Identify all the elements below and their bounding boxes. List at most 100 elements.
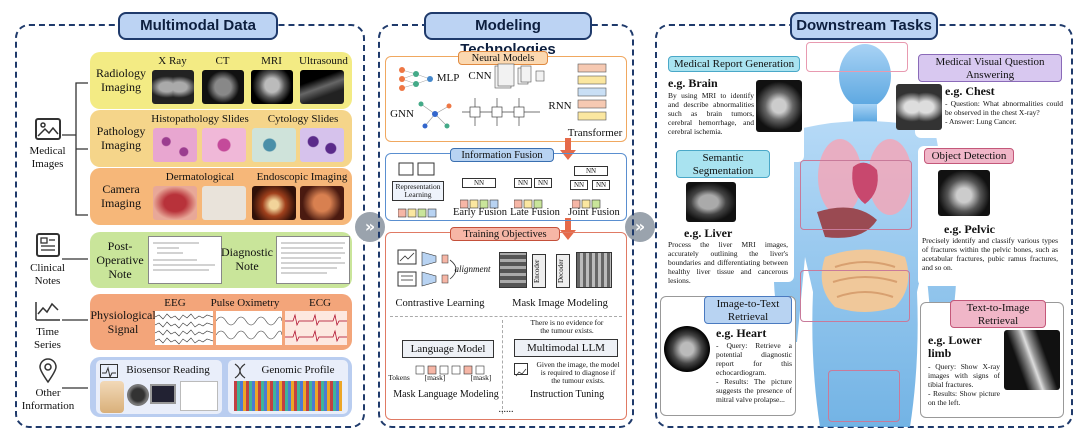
time-series-icon	[34, 300, 62, 322]
i2t-title: Image-to-Text Retrieval	[704, 296, 792, 324]
more-ellipsis: ......	[498, 404, 514, 415]
xray-label: X Ray	[158, 55, 187, 67]
contrastive-diagram	[396, 248, 490, 292]
gnn-label: GNN	[390, 108, 414, 120]
multimodal-title: Multimodal Data	[118, 12, 278, 40]
joint-fusion-nn-top: NN	[574, 166, 608, 176]
xray-thumbnail	[152, 70, 194, 104]
chest-xray-thumbnail	[896, 84, 942, 130]
biosensor-person-image	[100, 381, 124, 413]
det-desc: Precisely identify and classify various …	[922, 236, 1058, 272]
other-information-icon	[37, 358, 59, 384]
repr-box: Representation Learning	[392, 181, 444, 201]
modeling-title: Modeling Technologies	[424, 12, 592, 58]
genomic-label: Genomic Profile	[261, 364, 335, 376]
transformer-label: Transformer	[567, 127, 623, 139]
joint-fusion-nn-2: NN	[592, 180, 610, 190]
repr-icons	[398, 162, 438, 178]
report-generation-title: Medical Report Generation	[668, 56, 800, 72]
physiological-signal-label: Physiological Signal	[90, 308, 156, 336]
pelvic-xray-thumbnail	[938, 170, 990, 216]
detection-title: Object Detection	[924, 148, 1014, 164]
cytology-label: Cytology Slides	[267, 113, 339, 125]
mlp-diagram	[398, 66, 434, 92]
brain-mri-thumbnail	[756, 80, 802, 132]
genomic-heatmap-image	[234, 381, 342, 411]
pulse-oximetry-trace	[215, 311, 283, 345]
late-fusion-nn-2: NN	[534, 178, 552, 188]
encoder-box: Encoder	[532, 254, 546, 288]
seg-desc: Process the liver MRI images, accurately…	[668, 240, 788, 285]
t2i-eg-label: e.g. Lower limb	[928, 333, 982, 360]
contrastive-label: Contrastive Learning	[395, 298, 485, 309]
training-divider-h	[390, 316, 622, 317]
mask-token-1: [mask]	[424, 373, 446, 382]
time-series-label: Time Series	[34, 326, 61, 351]
endoscopic-thumbnail-1	[252, 186, 296, 220]
instruction-tuning-label: Instruction Tuning	[529, 389, 605, 400]
clinical-notes-icon	[36, 233, 60, 257]
medical-images-bracket	[62, 82, 88, 216]
pulse-oximetry-label: Pulse Oximetry	[210, 297, 280, 309]
post-operative-note-label: Post- Operative Note	[96, 239, 144, 281]
joint-fusion-nn-1: NN	[570, 180, 588, 190]
i2t-desc: - Query: Retrieve a potential diagnostic…	[716, 341, 792, 404]
rnn-label: RNN	[548, 100, 572, 112]
camera-label: Camera Imaging	[101, 182, 141, 210]
biosensor-device-image	[127, 384, 149, 406]
eeg-label: EEG	[164, 297, 186, 309]
downstream-title: Downstream Tasks	[790, 12, 938, 40]
diagnostic-note-label: Diagnostic Note	[221, 245, 273, 273]
late-fusion-label: Late Fusion	[510, 207, 560, 218]
leg-highlight	[828, 370, 900, 422]
gnn-diagram	[415, 98, 455, 132]
other-information-label: Other Information	[21, 387, 75, 412]
ecg-trace	[285, 311, 347, 345]
t2i-desc: - Query: Show X-ray images with signs of…	[928, 362, 1000, 407]
notes-connector	[62, 258, 88, 389]
training-title: Training Objectives	[450, 227, 560, 241]
dermatological-thumbnail-2	[202, 186, 246, 220]
diagnostic-note-doc	[276, 236, 350, 284]
repr-squares	[397, 205, 448, 218]
radiology-label: Radiology Imaging	[96, 66, 146, 94]
pelvis-highlight	[800, 270, 910, 322]
medical-images-label: Medical Images	[29, 145, 66, 170]
dna-icon	[232, 363, 248, 379]
vqa-desc: - Question: What abnormalities could be …	[945, 99, 1063, 126]
mim-image-2	[576, 252, 612, 288]
mim-label: Mask Image Modeling	[512, 298, 608, 309]
histopathology-thumbnail-1	[153, 128, 197, 162]
report-desc: By using MRI to identify and describe ab…	[668, 91, 754, 136]
given-image-text: Given the image, the model is required t…	[536, 360, 620, 385]
liver-mri-thumbnail	[686, 182, 736, 222]
biosensor-screen-image	[150, 384, 176, 404]
rnn-diagram	[460, 96, 542, 128]
ecg-label: ECG	[309, 297, 331, 309]
language-model-box: Language Model	[402, 340, 494, 358]
mri-thumbnail	[251, 70, 293, 104]
mask-token-2: [mask]	[470, 373, 492, 382]
post-operative-note-doc	[148, 236, 222, 284]
medical-images-icon	[35, 118, 61, 140]
mri-label: MRI	[261, 55, 282, 67]
fusion-title: Information Fusion	[450, 148, 554, 162]
chest-highlight	[800, 160, 912, 230]
clinical-notes-label: Clinical Notes	[30, 262, 65, 287]
human-body-illustration	[773, 44, 957, 427]
next-arrow-icon-1: »	[355, 212, 385, 242]
t2i-title: Text-to-Image Retrieval	[950, 300, 1046, 328]
pathology-label: Pathology Imaging	[96, 124, 146, 152]
flow-arrow-icon-2	[560, 218, 576, 240]
dermatological-thumbnail-1	[153, 186, 197, 220]
tokens-label: Tokens	[388, 373, 410, 382]
mlm-label: Mask Language Modeling	[393, 389, 499, 400]
cnn-diagram	[494, 62, 548, 92]
late-fusion-squares	[513, 196, 554, 209]
joint-fusion-label: Joint Fusion	[568, 207, 620, 218]
detection-card	[918, 146, 1064, 286]
decoder-box: Decoder	[556, 254, 570, 288]
ultrasound-thumbnail	[300, 70, 344, 104]
training-divider-v	[502, 320, 503, 414]
early-fusion-nn: NN	[462, 178, 496, 188]
